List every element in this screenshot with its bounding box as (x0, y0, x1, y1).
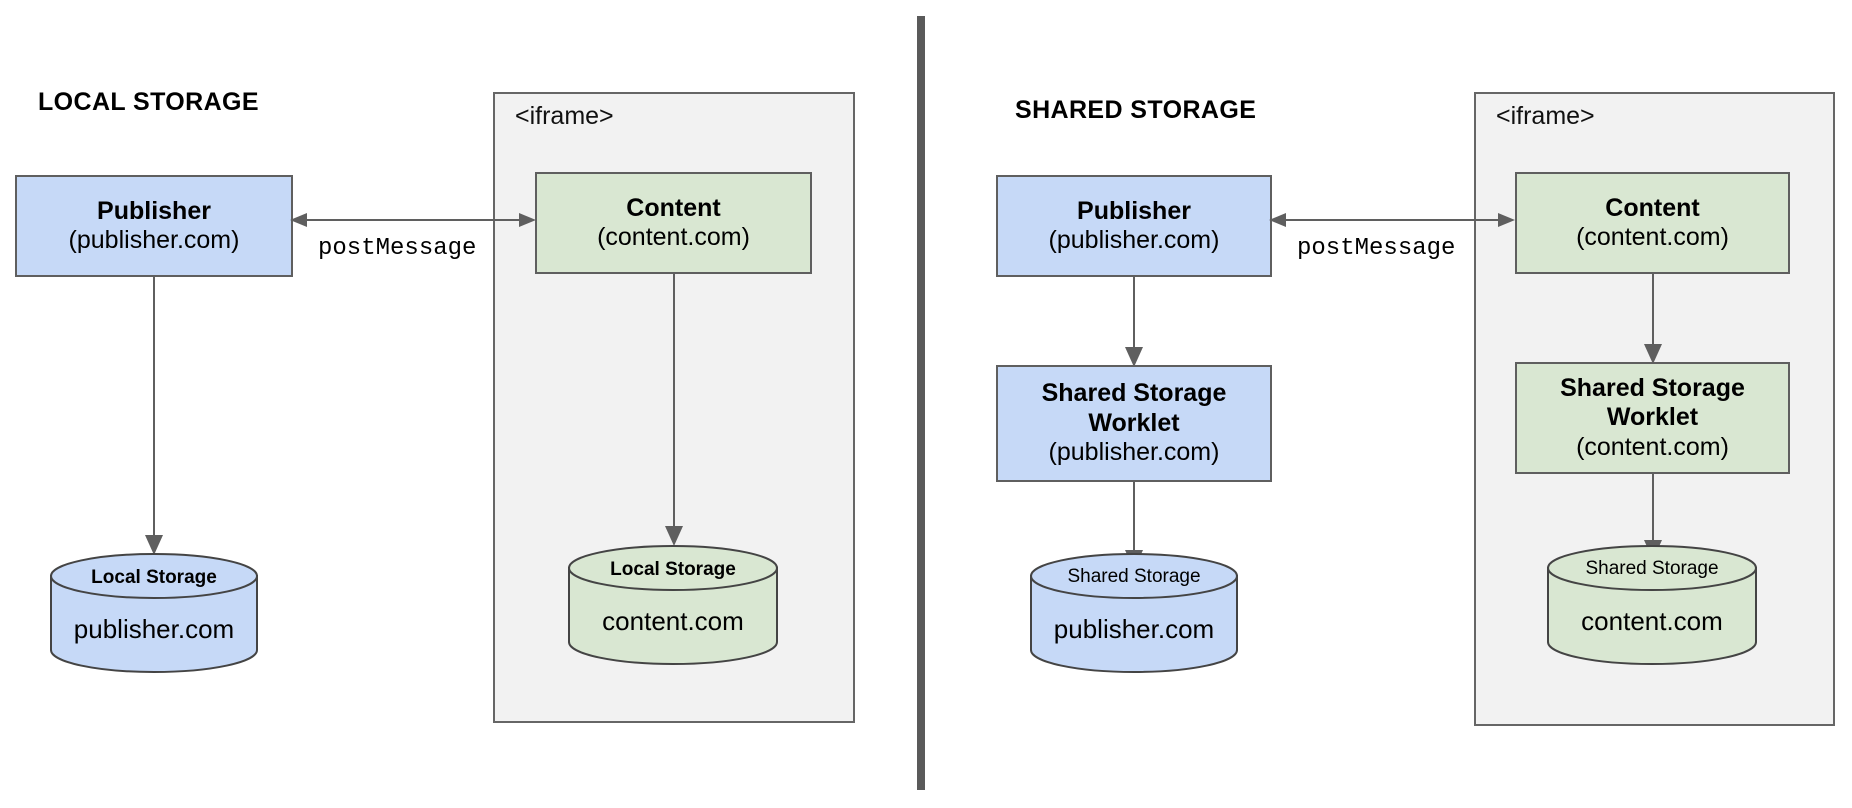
vertical-divider (917, 16, 925, 790)
node-publisher-right-sub: (publisher.com) (1048, 226, 1220, 254)
cylinder-shared-storage-content-body: content.com (1581, 606, 1723, 636)
cylinder-local-storage-content[interactable]: Local Storage content.com (568, 545, 778, 665)
node-shared-storage-worklet-content-sub: (content.com) (1576, 432, 1729, 461)
node-shared-storage-worklet-publisher-line1: Shared Storage (1041, 379, 1227, 408)
node-content-right-sub: (content.com) (1576, 223, 1729, 251)
node-publisher-left-title: Publisher (97, 196, 211, 225)
node-shared-storage-worklet-content[interactable]: Shared Storage Worklet (content.com) (1515, 362, 1790, 474)
cylinder-local-storage-publisher-cap: Local Storage (91, 567, 217, 588)
node-content-left-sub: (content.com) (597, 223, 750, 251)
node-content-right[interactable]: Content (content.com) (1515, 172, 1790, 274)
cylinder-shared-storage-content[interactable]: Shared Storage content.com (1547, 545, 1757, 665)
node-publisher-right[interactable]: Publisher (publisher.com) (996, 175, 1272, 277)
section-title-shared-storage: SHARED STORAGE (1015, 96, 1256, 125)
node-publisher-left-sub: (publisher.com) (68, 226, 240, 254)
cylinder-local-storage-publisher[interactable]: Local Storage publisher.com (50, 553, 258, 673)
node-content-left-title: Content (626, 193, 721, 222)
node-shared-storage-worklet-content-line1: Shared Storage (1560, 373, 1745, 402)
iframe-label-right: <iframe> (1496, 102, 1595, 130)
cylinder-shared-storage-publisher[interactable]: Shared Storage publisher.com (1030, 553, 1238, 673)
cylinder-local-storage-content-cap: Local Storage (610, 559, 736, 580)
node-publisher-left[interactable]: Publisher (publisher.com) (15, 175, 293, 277)
edge-label-postmessage-right: postMessage (1297, 235, 1456, 262)
node-publisher-right-title: Publisher (1077, 196, 1191, 225)
node-content-right-title: Content (1605, 193, 1700, 222)
node-content-left[interactable]: Content (content.com) (535, 172, 812, 274)
node-shared-storage-worklet-content-line2: Worklet (1606, 403, 1699, 432)
node-shared-storage-worklet-publisher-sub: (publisher.com) (1048, 438, 1220, 467)
iframe-label-left: <iframe> (515, 102, 614, 130)
section-title-local-storage: LOCAL STORAGE (38, 88, 259, 117)
edge-label-postmessage-left: postMessage (318, 235, 477, 262)
section-title-local-storage-text: LOCAL STORAGE (38, 88, 259, 116)
connector-publisher-to-store-left (145, 277, 163, 555)
connector-publisher-to-worklet-right (1125, 277, 1143, 367)
node-shared-storage-worklet-publisher-line2: Worklet (1088, 408, 1180, 437)
cylinder-shared-storage-publisher-cap: Shared Storage (1067, 566, 1201, 587)
node-shared-storage-worklet-publisher[interactable]: Shared Storage Worklet (publisher.com) (996, 365, 1272, 482)
cylinder-local-storage-content-body: content.com (602, 606, 744, 636)
cylinder-shared-storage-content-cap: Shared Storage (1585, 558, 1719, 579)
cylinder-local-storage-publisher-body: publisher.com (73, 614, 235, 644)
cylinder-shared-storage-publisher-body: publisher.com (1053, 614, 1215, 644)
section-title-shared-storage-text: SHARED STORAGE (1015, 96, 1257, 124)
